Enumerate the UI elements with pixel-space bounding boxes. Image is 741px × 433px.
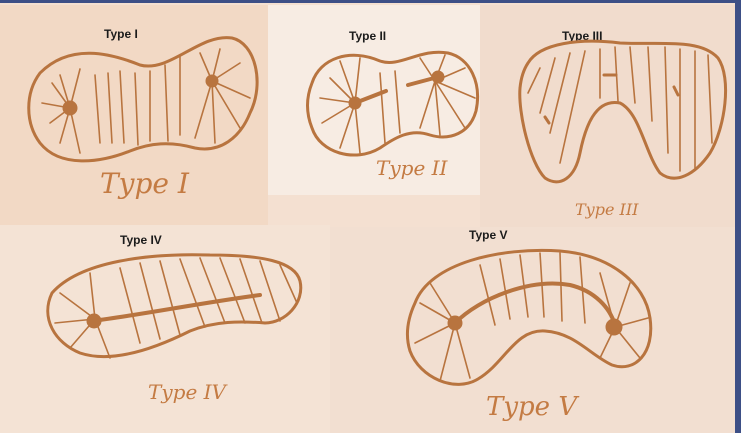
type-5-sketch xyxy=(408,250,651,384)
type-3-handwritten-label: Type III xyxy=(575,200,639,219)
type-1-sketch xyxy=(29,38,257,161)
type-5-handwritten-label: Type V xyxy=(486,392,579,422)
type-2-sketch xyxy=(308,52,478,155)
type-3-sketch xyxy=(520,41,726,182)
type-4-handwritten-label: Type IV xyxy=(148,380,229,404)
type-2-handwritten-label: Type II xyxy=(376,156,449,180)
sketch-drawings: Type I Type II Type III Type IV Type V xyxy=(0,3,735,430)
type-1-handwritten-label: Type I xyxy=(100,167,190,200)
type-4-sketch xyxy=(48,255,301,358)
